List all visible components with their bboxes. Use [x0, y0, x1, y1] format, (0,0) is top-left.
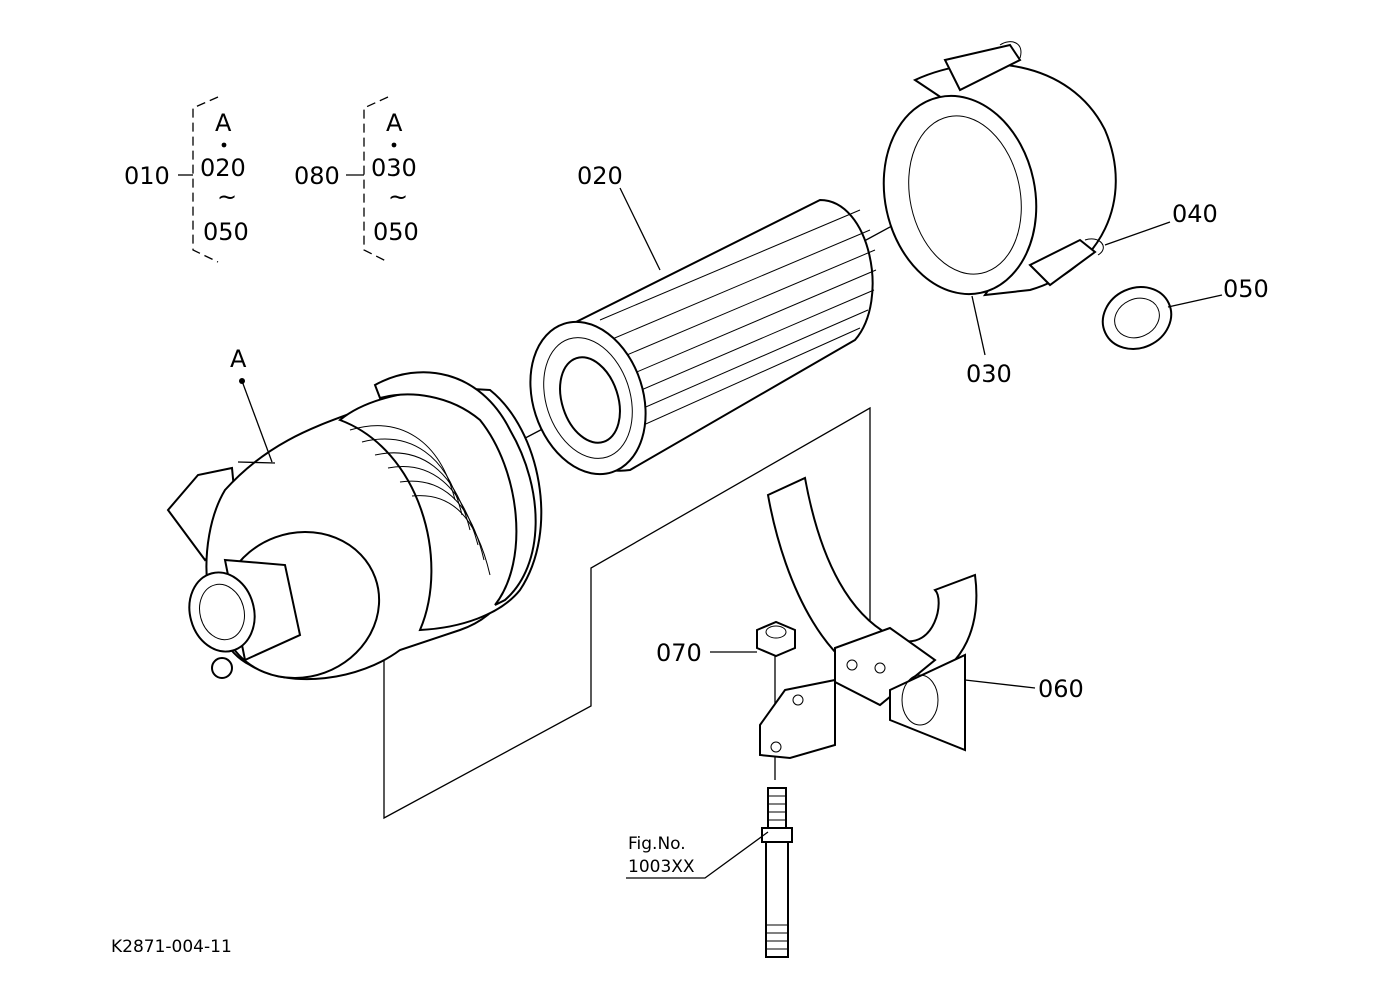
group-080-tilde: ~	[388, 183, 408, 211]
dust-valve-ring	[1101, 286, 1173, 350]
group-010-bottom: 050	[203, 218, 249, 246]
leader-A	[241, 380, 273, 463]
leader-fig-ref	[626, 831, 769, 879]
leader-030	[971, 295, 986, 356]
mounting-bracket	[759, 476, 978, 760]
fig-ref-line2: 1003XX	[628, 857, 695, 877]
flange-nut	[756, 620, 796, 658]
group-010-bracket: 010 A 020 ~ 050	[124, 96, 249, 263]
group-010-top: A	[215, 109, 232, 137]
filter-element	[529, 198, 877, 476]
group-080-bottom: 050	[373, 218, 419, 246]
group-010-mid: 020	[200, 154, 246, 182]
callout-040: 040	[1172, 200, 1218, 228]
stud-bolt	[761, 787, 793, 958]
air-cleaner-body	[166, 371, 543, 681]
group-080-mid: 030	[371, 154, 417, 182]
group-080-top: A	[386, 109, 403, 137]
mounting-guide-line	[383, 406, 871, 820]
callout-030: 030	[966, 360, 1012, 388]
callout-020: 020	[577, 162, 623, 190]
leader-040	[1104, 221, 1171, 246]
leader-050	[1167, 294, 1223, 308]
cover	[882, 63, 1117, 297]
group-080-bracket: 080 A 030 ~ 050	[294, 96, 419, 263]
group-010-code: 010	[124, 162, 170, 190]
clamp	[943, 41, 1104, 287]
callout-A: A	[230, 345, 247, 373]
group-010-tilde: ~	[217, 183, 237, 211]
callout-070: 070	[656, 639, 702, 667]
callout-060: 060	[1038, 675, 1084, 703]
leader-060	[964, 679, 1036, 689]
callout-050: 050	[1223, 275, 1269, 303]
fig-ref-line1: Fig.No.	[628, 834, 686, 854]
leader-020	[619, 187, 661, 271]
group-080-code: 080	[294, 162, 340, 190]
leader-A-dot	[239, 378, 245, 384]
drawing-id: K2871-004-11	[111, 937, 232, 957]
